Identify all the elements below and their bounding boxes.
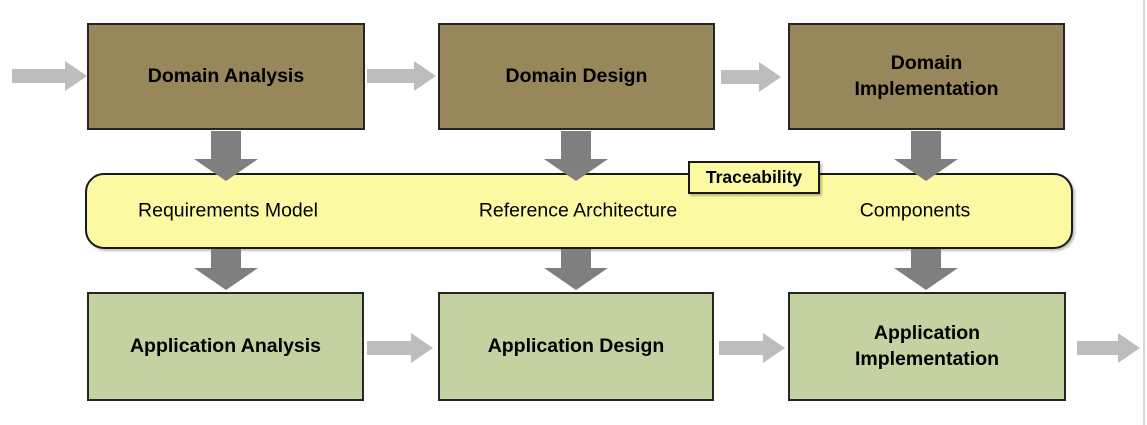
stage-box-domain-design: Domain Design — [438, 23, 715, 130]
artifacts-band: Requirements Model Reference Architectur… — [85, 173, 1073, 249]
traceability-tag: Traceability — [688, 161, 820, 194]
stage-box-application-implementation: Application Implementation — [788, 292, 1066, 401]
artifact-label-components: Components — [859, 199, 971, 222]
arrow-right-icon — [367, 61, 436, 91]
arrow-right-icon — [719, 333, 785, 363]
artifact-label-reference-architecture: Reference Architecture — [478, 199, 678, 222]
arrow-down-icon — [544, 249, 608, 290]
stage-label: Domain Implementation — [854, 52, 999, 100]
slide-right-border — [1143, 0, 1145, 425]
arrow-right-icon — [1077, 333, 1140, 363]
stage-label: Application Analysis — [129, 334, 322, 357]
traceability-tag-label: Traceability — [705, 167, 803, 187]
arrow-right-icon — [367, 333, 433, 363]
arrow-down-icon — [194, 249, 258, 290]
stage-box-application-design: Application Design — [438, 292, 714, 401]
stage-label: Application Implementation — [854, 322, 1000, 370]
stage-box-application-analysis: Application Analysis — [87, 292, 364, 401]
arrow-right-icon — [12, 61, 87, 91]
stage-label: Application Design — [487, 334, 665, 357]
arrow-down-icon — [894, 249, 958, 290]
arrow-right-icon — [721, 62, 781, 92]
stage-label: Domain Design — [505, 64, 648, 87]
stage-box-domain-analysis: Domain Analysis — [87, 23, 365, 130]
stage-box-domain-implementation: Domain Implementation — [788, 23, 1065, 130]
artifact-label-requirements-model: Requirements Model — [138, 199, 318, 222]
stage-label: Domain Analysis — [147, 64, 305, 87]
